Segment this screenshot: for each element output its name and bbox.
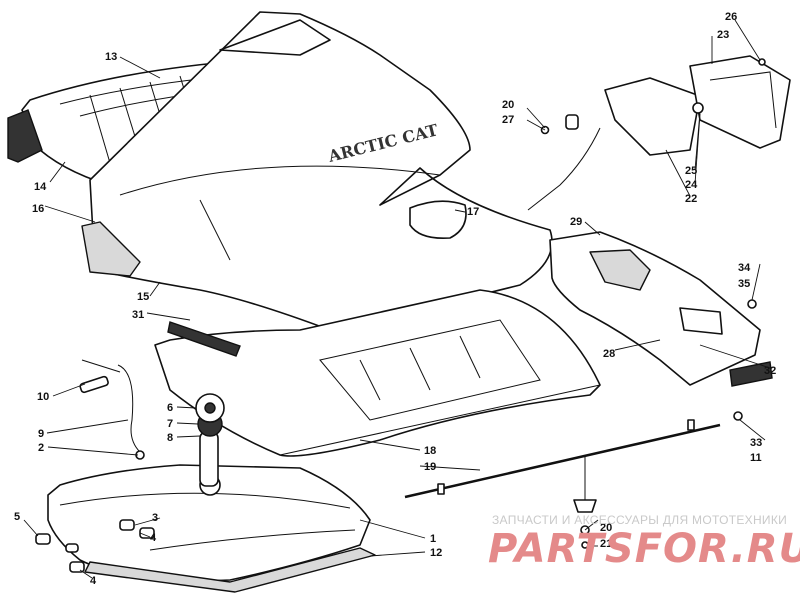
rod-part — [404, 419, 721, 549]
callout-31: 31 — [132, 309, 144, 321]
watermark-tagline: ЗАПЧАСТИ И АКСЕССУАРЫ ДЛЯ МОТОТЕХНИКИ — [492, 513, 787, 527]
callout-12: 12 — [430, 547, 442, 559]
callout-25: 25 — [685, 165, 697, 177]
taillight-part — [527, 55, 791, 211]
callout-1: 1 — [430, 533, 436, 545]
callout-19: 19 — [424, 461, 436, 473]
callout-9: 9 — [38, 428, 44, 440]
callout-15: 15 — [137, 291, 149, 303]
callout-17: 17 — [467, 206, 479, 218]
callout-8: 8 — [167, 432, 173, 444]
callout-16: 16 — [32, 203, 44, 215]
callout-34: 34 — [738, 262, 751, 274]
console-part — [549, 231, 773, 387]
fuel-tank-part — [35, 393, 376, 593]
fuel-line-part — [79, 359, 145, 460]
callout-11: 11 — [750, 452, 762, 464]
watermark-logo: PARTSFOR.RU — [488, 526, 800, 572]
leader-lines — [23, 19, 771, 579]
callout-26: 26 — [725, 11, 737, 23]
callout-labels: 13 14 16 15 31 17 18 19 1 12 10 9 2 6 7 … — [14, 11, 776, 587]
hood-part: ARCTIC CAT — [81, 11, 553, 331]
callout-3: 3 — [152, 512, 158, 524]
callout-6: 6 — [167, 402, 173, 414]
callout-32: 32 — [764, 365, 776, 377]
callout-14: 14 — [34, 181, 47, 193]
callout-23: 23 — [717, 29, 729, 41]
callout-22: 22 — [685, 193, 697, 205]
chassis-part — [154, 289, 601, 457]
callout-13: 13 — [105, 51, 117, 63]
callout-29: 29 — [570, 216, 582, 228]
callout-4b: 4 — [90, 575, 97, 587]
callout-10: 10 — [37, 391, 49, 403]
callout-20a: 20 — [502, 99, 514, 111]
callout-28: 28 — [603, 348, 615, 360]
callout-24: 24 — [685, 179, 698, 191]
callout-18: 18 — [424, 445, 436, 457]
callout-4a: 4 — [150, 532, 157, 544]
callout-7: 7 — [167, 418, 173, 430]
callout-20b: 20 — [600, 522, 612, 534]
callout-21: 21 — [600, 538, 612, 550]
callout-35: 35 — [738, 278, 750, 290]
callout-5: 5 — [14, 511, 20, 523]
fasteners — [733, 58, 766, 421]
callout-33: 33 — [750, 437, 762, 449]
watermark: ЗАПЧАСТИ И АКСЕССУАРЫ ДЛЯ МОТОТЕХНИКИ PA… — [488, 513, 800, 572]
callout-2: 2 — [38, 442, 44, 454]
callout-27: 27 — [502, 114, 514, 126]
